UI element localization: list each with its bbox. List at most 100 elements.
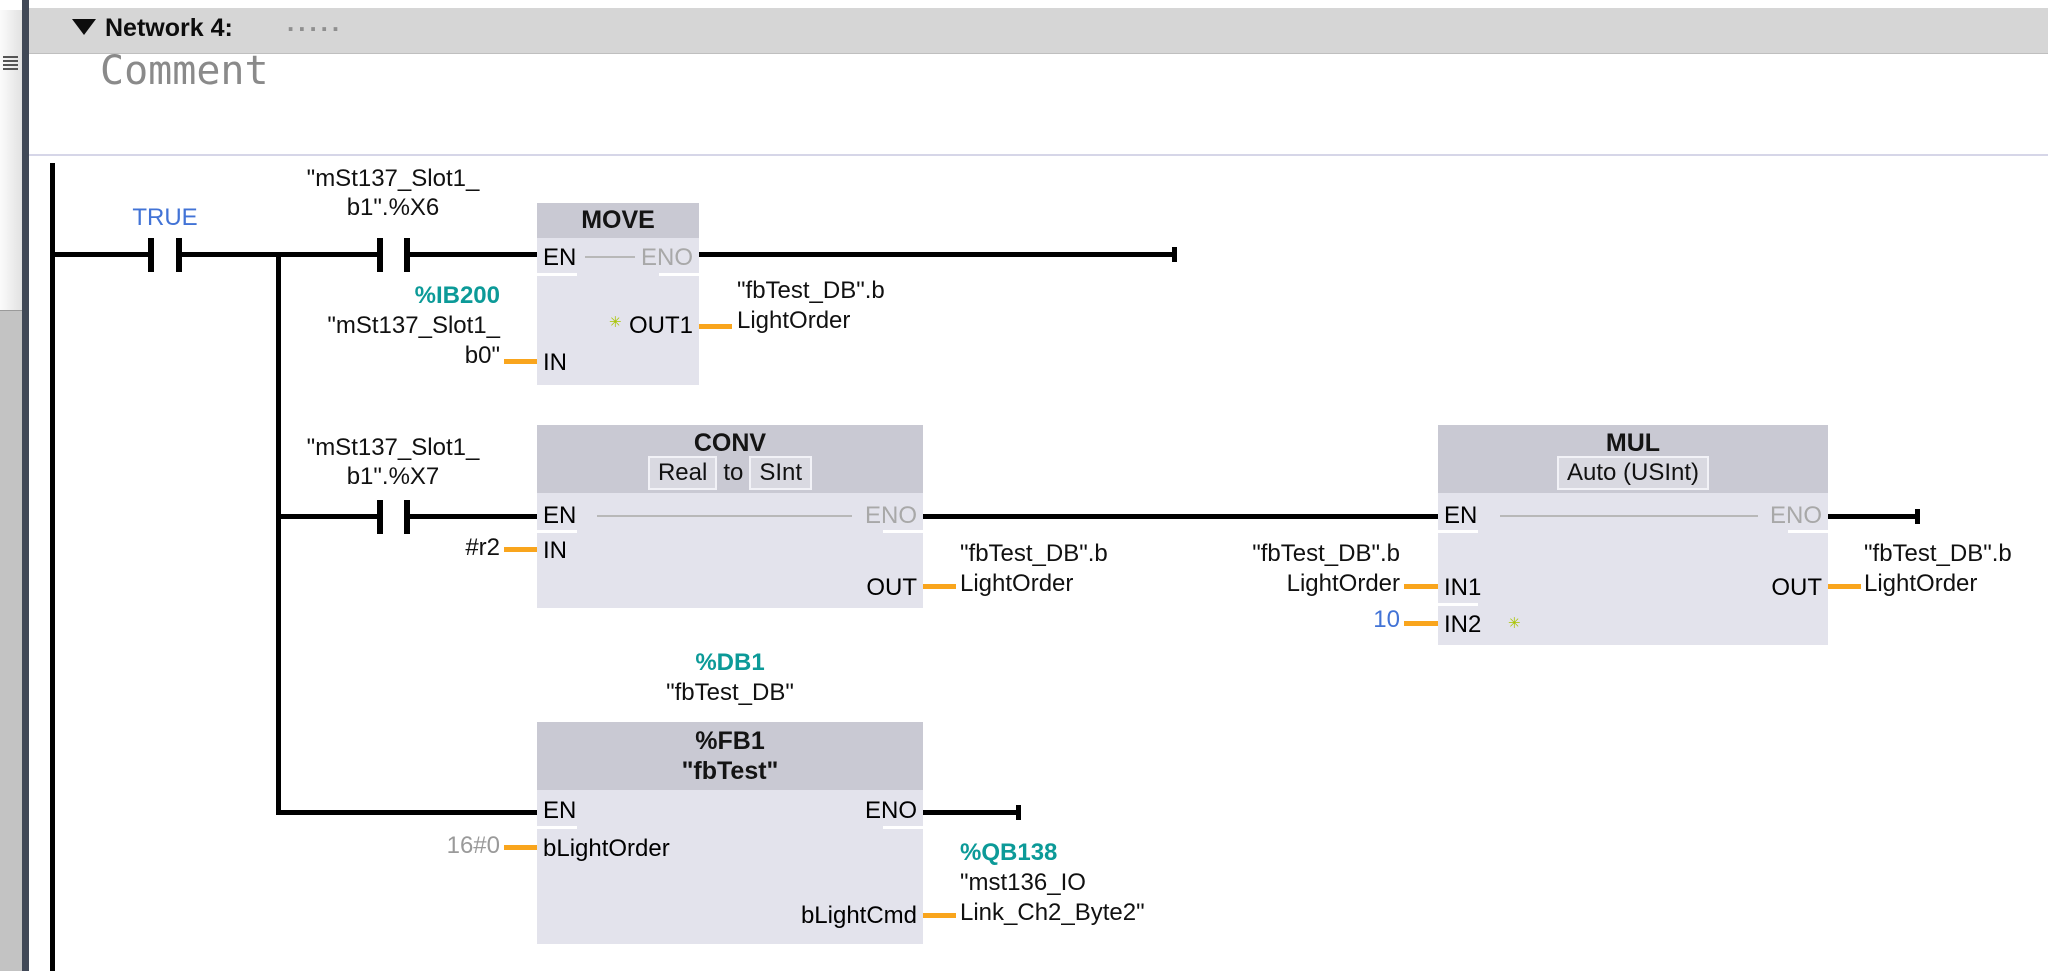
wire bbox=[276, 810, 537, 815]
splitter-grip-icon[interactable] bbox=[3, 56, 18, 72]
wire bbox=[276, 514, 377, 519]
left-splitter-lower bbox=[0, 310, 22, 971]
comment-separator bbox=[29, 154, 2048, 156]
operand-address: %IB200 bbox=[414, 282, 500, 309]
pin-underline bbox=[883, 826, 923, 829]
block-mul[interactable]: MUL Auto (USInt) EN ENO IN1 IN2 ✳ OUT bbox=[1438, 425, 1828, 645]
operand-conv-out[interactable]: "fbTest_DB".b LightOrder bbox=[960, 540, 1108, 597]
operand-mul-in1[interactable]: "fbTest_DB".b LightOrder bbox=[1252, 540, 1400, 597]
block-move[interactable]: MOVE EN ENO ✳ OUT1 IN bbox=[537, 203, 699, 385]
pin-blightcmd: bLightCmd bbox=[800, 902, 917, 929]
wire bbox=[1828, 514, 1916, 519]
pin-underline bbox=[1788, 530, 1828, 533]
operand-fbtest-out[interactable]: %QB138 "mst136_IO Link_Ch2_Byte2" bbox=[960, 839, 1145, 926]
operand-wire bbox=[699, 324, 732, 329]
wire bbox=[923, 810, 1016, 815]
pin-out: OUT bbox=[1771, 574, 1822, 601]
network-collapse-icon[interactable] bbox=[72, 19, 96, 35]
contact-true-operand[interactable]: TRUE bbox=[132, 204, 198, 231]
pin-eno: ENO bbox=[864, 797, 917, 824]
pin-eno: ENO bbox=[1769, 502, 1822, 529]
pin-out: OUT bbox=[866, 574, 917, 601]
conv-type-to-dropdown[interactable]: SInt bbox=[749, 456, 813, 490]
pin-in: IN bbox=[543, 537, 567, 564]
mul-mode-row: Auto (USInt) bbox=[1438, 456, 1828, 490]
pin-underline bbox=[537, 273, 577, 276]
pin-eno: ENO bbox=[864, 502, 917, 529]
block-mul-header: MUL Auto (USInt) bbox=[1438, 425, 1828, 493]
pin-out1: OUT1 bbox=[628, 312, 693, 339]
pin-en: EN bbox=[1444, 502, 1478, 529]
wire bbox=[410, 514, 537, 519]
contact-x7-operand[interactable]: "mSt137_Slot1_ b1".%X7 bbox=[306, 434, 480, 490]
en-eno-link bbox=[597, 515, 852, 517]
en-eno-link bbox=[585, 256, 635, 258]
instance-db-name: "fbTest_DB" bbox=[666, 679, 794, 706]
pin-eno: ENO bbox=[640, 244, 693, 271]
contact-bar bbox=[176, 238, 182, 272]
block-fbtest-header: %FB1 "fbTest" bbox=[537, 722, 923, 790]
rung-end-tick bbox=[1016, 805, 1021, 820]
instance-db-address: %DB1 bbox=[695, 649, 765, 676]
branch-wire bbox=[276, 252, 281, 815]
operand-wire bbox=[504, 359, 537, 364]
wire bbox=[55, 252, 148, 257]
contact-bar bbox=[404, 238, 410, 272]
network-comment[interactable]: Comment bbox=[100, 48, 269, 94]
operand-move-in[interactable]: %IB200 "mSt137_Slot1_ b0" bbox=[280, 281, 500, 371]
operand-fbtest-in[interactable]: 16#0 bbox=[446, 832, 500, 859]
instance-db-label[interactable]: %DB1 "fbTest_DB" bbox=[580, 648, 880, 708]
contact-x6-operand[interactable]: "mSt137_Slot1_ b1".%X6 bbox=[306, 165, 480, 221]
pin-underline bbox=[537, 530, 577, 533]
panel-divider bbox=[22, 0, 29, 971]
operand-wire bbox=[504, 547, 537, 552]
default-value-icon: ✳ bbox=[1508, 615, 1521, 632]
block-conv-header: CONV Real to SInt bbox=[537, 425, 923, 493]
operand-move-out1[interactable]: "fbTest_DB".b LightOrder bbox=[737, 277, 885, 334]
pin-en: EN bbox=[543, 244, 577, 271]
conv-type-word: to bbox=[723, 459, 744, 486]
conv-type-from-dropdown[interactable]: Real bbox=[647, 456, 718, 490]
default-value-icon: ✳ bbox=[609, 314, 622, 331]
operand-wire bbox=[1404, 621, 1438, 626]
operand-address: %QB138 bbox=[960, 839, 1058, 866]
operand-conv-in[interactable]: #r2 bbox=[465, 534, 500, 561]
wire bbox=[410, 252, 537, 257]
contact-bar bbox=[377, 500, 383, 534]
pin-en: EN bbox=[543, 502, 577, 529]
pin-underline bbox=[537, 826, 577, 829]
mul-mode-dropdown[interactable]: Auto (USInt) bbox=[1556, 456, 1710, 490]
block-fbtest[interactable]: %FB1 "fbTest" EN ENO bLightOrder bLightC… bbox=[537, 722, 923, 944]
rung-end-tick bbox=[1915, 509, 1920, 524]
rung-end-tick bbox=[1172, 247, 1177, 262]
contact-bar bbox=[404, 500, 410, 534]
wire bbox=[923, 514, 1438, 519]
block-mul-title: MUL bbox=[1605, 429, 1661, 457]
pin-underline bbox=[1438, 530, 1478, 533]
conv-type-row: Real to SInt bbox=[537, 456, 923, 490]
operand-wire bbox=[1404, 584, 1438, 589]
operand-mul-in2[interactable]: 10 bbox=[1373, 606, 1400, 633]
operand-wire bbox=[504, 845, 537, 850]
contact-bar bbox=[377, 238, 383, 272]
pin-underline bbox=[1438, 603, 1478, 606]
pin-en: EN bbox=[543, 797, 577, 824]
operand-wire bbox=[923, 913, 956, 918]
network-header-bar bbox=[29, 8, 2048, 54]
pin-in2: IN2 bbox=[1444, 611, 1482, 638]
power-rail bbox=[50, 163, 55, 971]
en-eno-link bbox=[1500, 515, 1758, 517]
block-move-title: MOVE bbox=[581, 206, 655, 234]
block-conv-title: CONV bbox=[693, 429, 767, 457]
network-title-placeholder-dots[interactable]: ..... bbox=[287, 7, 344, 37]
pin-in: IN bbox=[543, 349, 567, 376]
operand-mul-out[interactable]: "fbTest_DB".b LightOrder bbox=[1864, 540, 2012, 597]
pin-underline bbox=[659, 273, 699, 276]
network-title[interactable]: Network 4: bbox=[105, 14, 233, 42]
block-conv[interactable]: CONV Real to SInt EN ENO IN OUT bbox=[537, 425, 923, 608]
operand-wire bbox=[1828, 584, 1861, 589]
pin-in1: IN1 bbox=[1444, 574, 1482, 601]
pin-blightorder: bLightOrder bbox=[543, 835, 670, 862]
operand-wire bbox=[923, 584, 956, 589]
